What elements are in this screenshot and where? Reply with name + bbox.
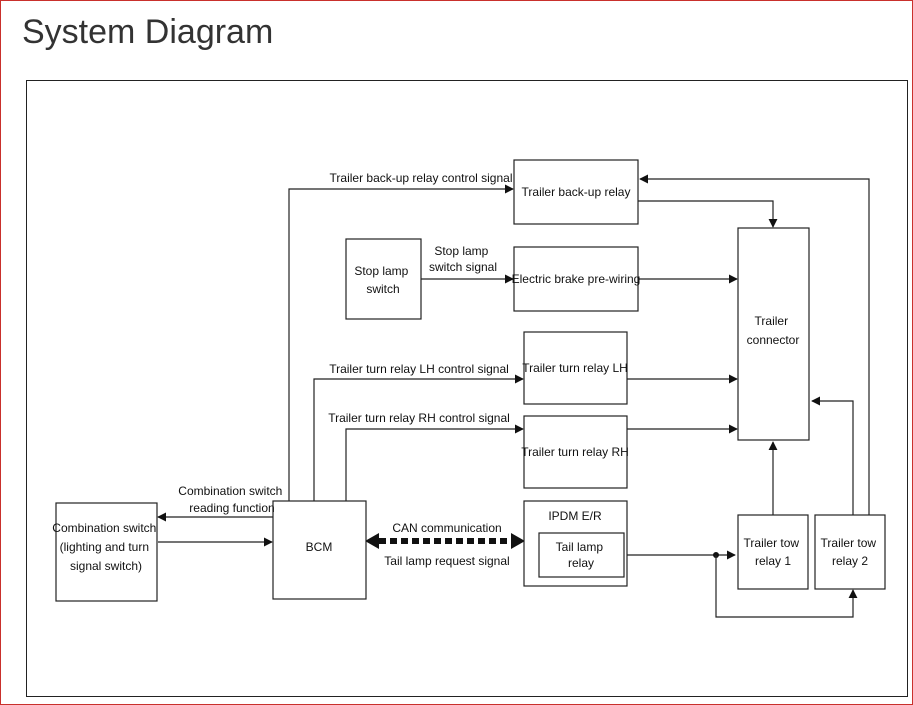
tail-lamp-request-signal-label: Tail lamp request signal: [384, 554, 509, 568]
trailer-backup-relay-block: [513, 159, 639, 225]
combination-switch-block: [55, 502, 158, 602]
trailer-tow-relay-1-block: [737, 514, 809, 590]
bcm-label: BCM: [306, 540, 333, 554]
trailer-backup-relay-label: Trailer back-up relay: [522, 185, 631, 199]
turn-lh-control-signal-label: Trailer turn relay LH control signal: [329, 362, 509, 376]
trailer-tow-relay-1-label: Trailer tow relay 1: [744, 536, 803, 568]
ipdm-label: IPDM E/R: [548, 509, 602, 523]
stop-lamp-switch-block: [345, 238, 422, 320]
system-diagram: Combination switch (lighting and turn si…: [26, 80, 908, 697]
tail-lamp-relay-block: [538, 532, 625, 578]
wire-branch-to-tow-relay2: [715, 555, 858, 618]
can-arrow-left: [365, 533, 379, 549]
wire-bcm-to-turn-rh: [345, 424, 524, 501]
trailer-turn-relay-rh-block: [523, 415, 628, 489]
stop-lamp-signal-label: Stop lamp switch signal: [429, 244, 497, 274]
trailer-connector-block: [737, 227, 810, 441]
trailer-tow-relay-2-label: Trailer tow relay 2: [821, 536, 880, 568]
trailer-turn-relay-lh-block: [523, 331, 628, 405]
trailer-turn-relay-lh-label: Trailer turn relay LH: [522, 361, 628, 375]
trailer-turn-relay-rh-label: Trailer turn relay RH: [521, 445, 629, 459]
electric-brake-block: [513, 246, 639, 312]
page-title: System Diagram: [22, 13, 274, 51]
can-communication-label: CAN communication: [392, 521, 501, 535]
combination-reading-signal-label: Combination switch reading function: [178, 484, 285, 515]
stop-lamp-switch-label: Stop lamp switch: [354, 264, 411, 296]
wire-backup-relay-to-connector: [637, 200, 778, 228]
combination-switch-label: Combination switch (lighting and turn si…: [52, 521, 159, 573]
electric-brake-label: Electric brake pre-wiring: [512, 272, 641, 286]
turn-rh-control-signal-label: Trailer turn relay RH control signal: [328, 411, 510, 425]
wire-tow-relay2-to-connector: [811, 396, 854, 515]
trailer-tow-relay-2-block: [814, 514, 886, 590]
can-arrow-right: [511, 533, 525, 549]
wire-bcm-to-backup-relay: [288, 184, 514, 501]
backup-control-signal-label: Trailer back-up relay control signal: [330, 171, 513, 185]
trailer-connector-label: Trailer connector: [747, 314, 800, 347]
wire-bcm-to-turn-lh: [313, 374, 524, 501]
tail-lamp-relay-label: Tail lamp relay: [556, 540, 607, 570]
wire-tow-relay2-to-backup-relay: [639, 174, 870, 515]
system-diagram-canvas: Combination switch (lighting and turn si…: [52, 159, 886, 618]
bcm-block: [272, 500, 367, 600]
